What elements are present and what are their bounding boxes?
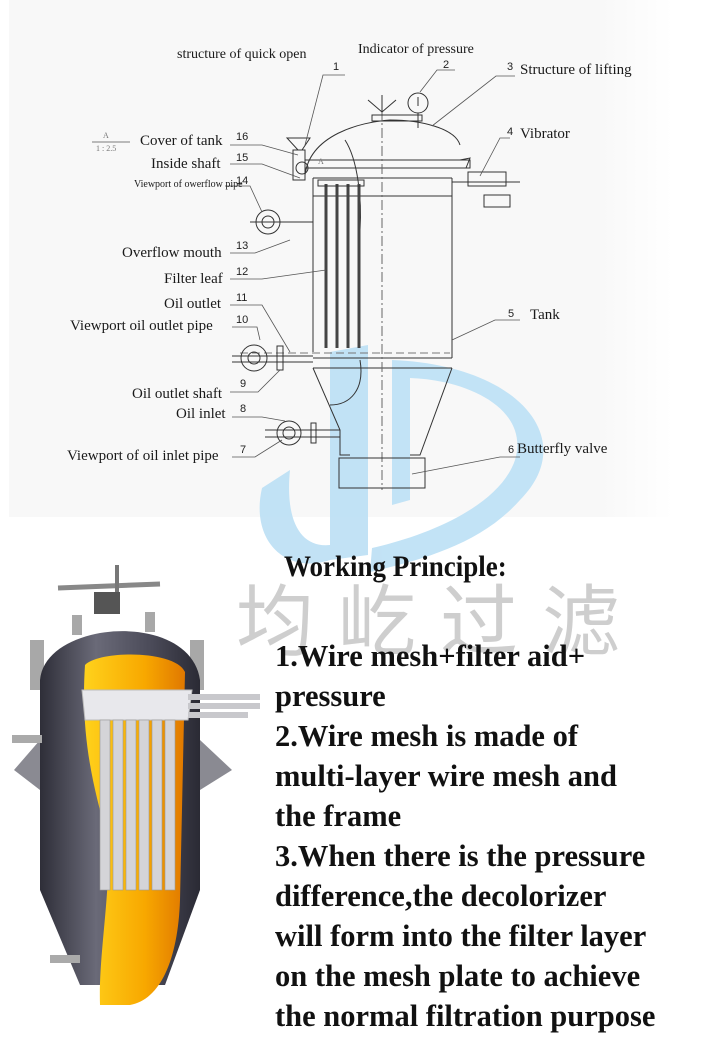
label-overflow-mouth: Overflow mouth	[122, 245, 222, 261]
label-viewport-of-owerflow-pipe: Viewport of owerflow pipe	[134, 179, 243, 190]
oil-outlet-viewport	[240, 344, 268, 372]
principle-line: 2.Wire mesh is made of	[275, 719, 579, 753]
principle-line: will form into the filter layer	[275, 919, 647, 953]
leader-5	[451, 319, 520, 341]
callout-number-15: 15	[236, 152, 249, 164]
butterfly-valve-box	[338, 457, 426, 489]
illustration-top-handle	[57, 565, 161, 614]
top-plate	[371, 114, 423, 122]
leader-2	[419, 69, 455, 93]
leader-14	[225, 185, 263, 213]
label-oil-outlet: Oil outlet	[164, 296, 222, 312]
callout-number-9: 9	[240, 378, 247, 390]
vibrator-base	[483, 194, 511, 208]
oil-inlet-viewport-inner	[282, 426, 296, 440]
leader-9	[230, 369, 281, 393]
label-oil-outlet-shaft: Oil outlet shaft	[132, 386, 222, 402]
illustration-nozzle	[12, 735, 42, 743]
callout-number-1: 1	[333, 61, 340, 73]
working-principle-list: 1.Wire mesh+filter aid+ pressure 2.Wire …	[275, 636, 704, 1036]
tank-cone	[312, 367, 350, 456]
illustration-nozzle-lower	[50, 955, 80, 963]
tank-cone-right	[410, 367, 453, 456]
leader-6	[411, 456, 520, 475]
callout-number-2: 2	[443, 59, 450, 71]
leaf-manifold	[317, 179, 365, 187]
callout-number-4: 4	[507, 126, 514, 138]
working-principle-heading: Working Principle:	[284, 550, 507, 583]
watermark-chinese-text: 均屹过滤	[236, 578, 645, 668]
principle-line: 3.When there is the pressure	[275, 839, 646, 873]
leader-lines	[92, 69, 520, 475]
watermark-j-curve	[259, 470, 330, 564]
callout-number-3: 3	[507, 61, 514, 73]
callout-number-5: 5	[508, 308, 515, 320]
callout-number-14: 14	[236, 175, 249, 187]
label-vibrator: Vibrator	[520, 126, 570, 142]
callout-number-12: 12	[236, 266, 249, 278]
illustration-lug-left	[14, 740, 40, 790]
principle-line: multi-layer wire mesh and	[275, 759, 617, 793]
leader-11	[230, 304, 291, 353]
illustration-mesh-plate	[81, 689, 193, 721]
illustration-filter-leaves	[99, 719, 176, 891]
callout-number-7: 7	[240, 444, 247, 456]
label-oil-inlet: Oil inlet	[176, 406, 226, 422]
detail-a-circle	[295, 161, 309, 175]
principle-line: pressure	[275, 679, 386, 713]
oil-inlet-flange	[310, 422, 317, 444]
principle-line: difference,the decolorizer	[275, 879, 607, 913]
label-filter-leaf: Filter leaf	[164, 271, 223, 287]
scale-note-top: A	[103, 131, 109, 140]
leader-8	[232, 416, 286, 422]
detail-marker: A	[318, 157, 324, 166]
oil-inlet-viewport	[276, 420, 302, 446]
label-structure-of-quick-open: structure of quick open	[177, 47, 307, 62]
watermark-d-shape	[370, 360, 544, 572]
vibrator-body	[467, 171, 507, 187]
callout-number-6: 6	[508, 444, 515, 456]
inside-shaft-block	[292, 149, 306, 181]
leader-15	[230, 163, 301, 179]
leader-4	[479, 137, 510, 177]
illustration-outlet-pipes	[188, 694, 260, 718]
leader-3	[431, 75, 515, 127]
tank-dome	[304, 119, 461, 176]
principle-line: the normal filtration purpose	[275, 999, 656, 1033]
scale-note-bottom: 1 : 2.5	[96, 144, 117, 153]
leader-16	[230, 144, 299, 156]
label-cover-of-tank: Cover of tank	[140, 133, 223, 149]
label-viewport-oil-outlet-pipe: Viewport oil outlet pipe	[70, 318, 213, 334]
callout-number-13: 13	[236, 240, 249, 252]
label-indicator-of-pressure: Indicator of pressure	[358, 42, 474, 57]
label-tank: Tank	[530, 307, 560, 323]
leader-12	[230, 269, 327, 280]
principle-line: 1.Wire mesh+filter aid+	[275, 639, 586, 673]
callout-number-11: 11	[236, 292, 248, 304]
leader-10	[232, 326, 261, 341]
principle-line: on the mesh plate to achieve	[275, 959, 641, 993]
illustration-lug-right	[200, 740, 232, 790]
oil-outlet-viewport-inner	[247, 351, 261, 365]
top-handwheel	[367, 95, 397, 113]
label-inside-shaft: Inside shaft	[151, 156, 221, 172]
cone-inner-arc	[329, 359, 362, 406]
label-butterfly-valve: Butterfly valve	[517, 441, 608, 457]
watermark-j-stem	[330, 345, 368, 560]
callout-number-8: 8	[240, 403, 247, 415]
leader-1	[304, 74, 345, 146]
diagram-background-fade	[600, 0, 704, 517]
principle-line: the frame	[275, 799, 402, 833]
leader-7	[232, 439, 283, 458]
label-viewport-of-oil-inlet-pipe: Viewport of oil inlet pipe	[67, 448, 219, 464]
leader-13	[230, 239, 291, 254]
callout-number-10: 10	[236, 314, 249, 326]
callout-number-16: 16	[236, 131, 249, 143]
label-structure-of-lifting: Structure of lifting	[520, 62, 632, 78]
cover-lip	[459, 157, 471, 169]
